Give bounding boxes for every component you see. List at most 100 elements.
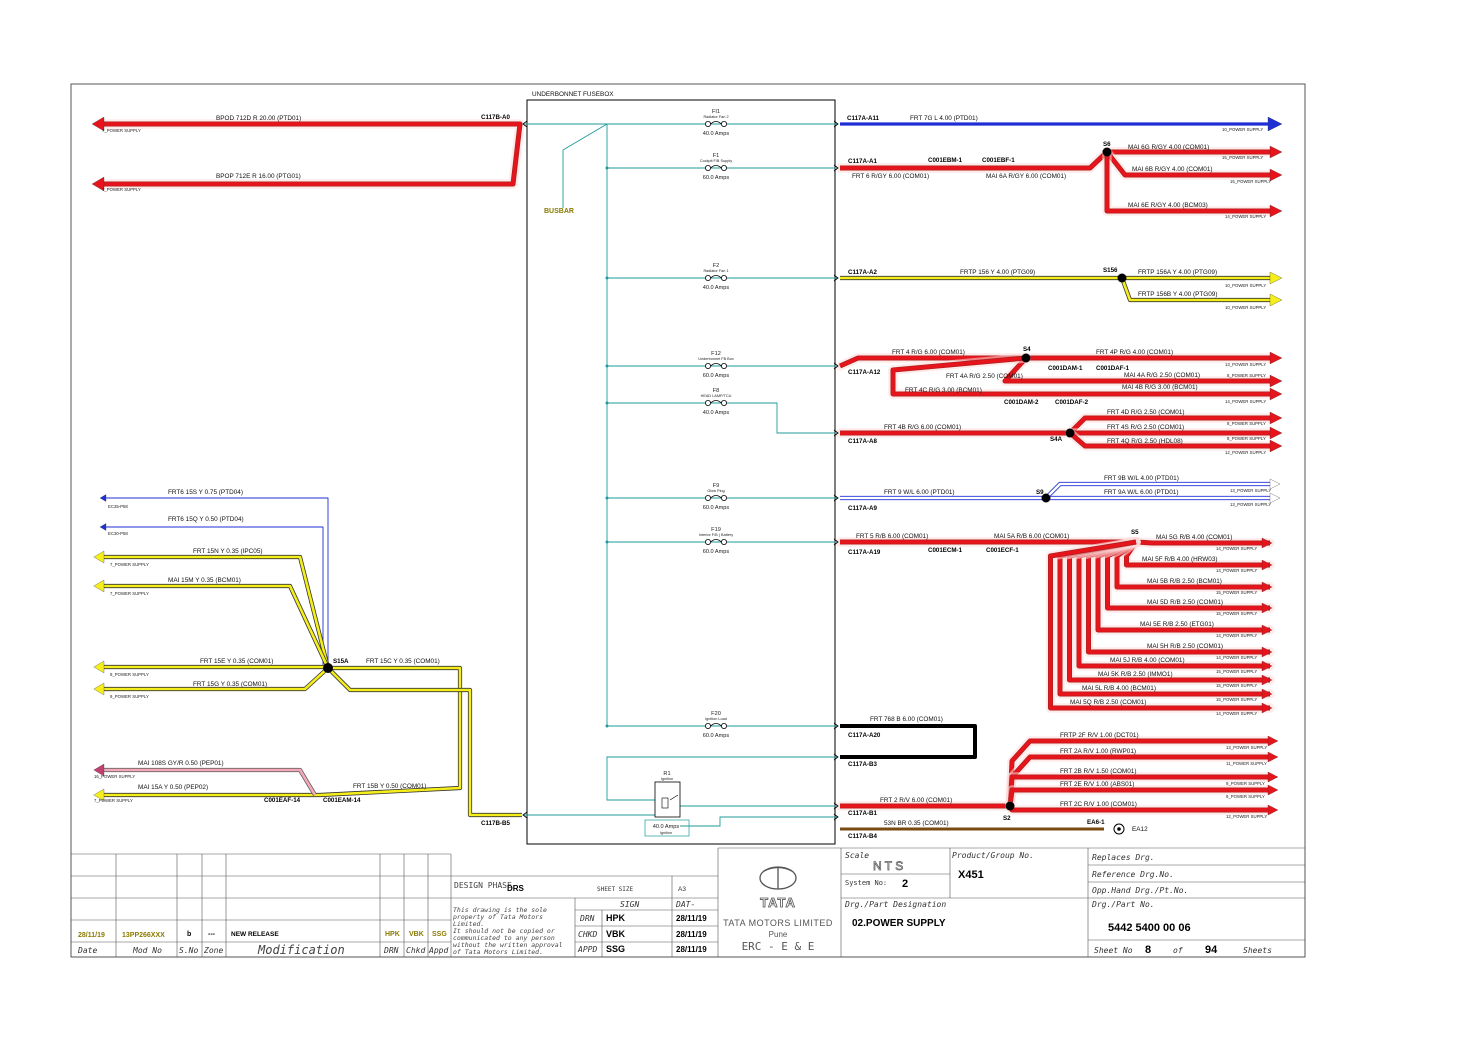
conn-a2: C117A-A2 — [848, 269, 877, 276]
arrow-mai-5h — [1261, 646, 1273, 658]
conn-b4: C117A-B4 — [848, 833, 877, 840]
part-no-value: 5442 5400 00 06 — [1108, 922, 1191, 934]
arrow-f12-0 — [1269, 351, 1283, 365]
fuse-name: F1 — [713, 153, 720, 159]
dest-mai-5l: 15_POWER SUPPLY — [1216, 697, 1257, 702]
connector-tick-4 — [833, 429, 839, 437]
label-frt6-15q: FRT6 15Q Y 0.50 (PTD04) — [168, 516, 244, 523]
arrow-f1-2 — [1269, 204, 1283, 218]
conn-a12: C117A-A12 — [848, 369, 881, 376]
design-phase-value: DRS — [507, 884, 525, 893]
conn-a20: C117A-A20 — [848, 732, 881, 739]
dest-15e: 9_POWER SUPPLY — [110, 672, 149, 677]
disclaimer-1: This drawing is the sole — [453, 906, 547, 914]
dest-mai-5b: 15_POWER SUPPLY — [1216, 590, 1257, 595]
splice-s4 — [1021, 353, 1031, 363]
fuse-rating: 40.0 Amps — [703, 131, 730, 137]
wire-2e — [1005, 785, 1275, 811]
arrow-2e — [1267, 784, 1279, 796]
arrow-left-yellow-0 — [93, 550, 105, 564]
relay-rating: 40.0 Amps — [653, 824, 680, 830]
label-mai-5b: MAI 5B R/B 2.50 (BCM01) — [1147, 578, 1222, 585]
label-frt-5: FRT 5 R/B 6.00 (COM01) — [856, 533, 928, 540]
arrow-mai-5f — [1261, 559, 1273, 571]
wire-labels: BPOD 712D R 20.00 (PTD01)BPOP 712E R 16.… — [94, 114, 1271, 840]
wire-mai-15m — [104, 583, 330, 669]
designation-label: Drg./Part Designation — [844, 900, 946, 909]
wire-mai-108s — [104, 767, 317, 797]
label-frt-9b: FRT 9B W/L 4.00 (PTD01) — [1104, 475, 1179, 482]
arrow-frt-7g — [1267, 116, 1283, 132]
fuse-rating: 60.0 Amps — [703, 733, 730, 739]
label-mai-5f: MAI 5F R/B 4.00 (HRW03) — [1142, 556, 1218, 563]
wire-mai-6e — [1102, 147, 1275, 216]
wire-mai-5q — [1045, 537, 1275, 713]
sign-label: SIGN — [620, 900, 639, 909]
arrow-left-yellow-3 — [93, 682, 105, 696]
dest-4q: 12_POWER SUPPLY — [1225, 450, 1266, 455]
label-mai-5d: MAI 5D R/B 2.50 (COM01) — [1147, 599, 1223, 606]
wire-frt-9 — [840, 481, 1270, 501]
fuse-name: F20 — [711, 711, 721, 717]
label-s156: S156 — [1103, 267, 1118, 274]
sheet-no: 8 — [1145, 944, 1151, 956]
dest-mai-5e: 14_POWER SUPPLY — [1216, 633, 1257, 638]
dest-15a: 7_POWER SUPPLY — [94, 798, 133, 803]
hdr-chkd: Chkd — [406, 946, 425, 955]
wire-frt6-15s — [106, 497, 329, 668]
system-label: System No: — [845, 879, 887, 887]
label-mai-5h: MAI 5H R/B 2.50 (COM01) — [1147, 643, 1223, 650]
hdr-appd: Appd — [428, 946, 448, 955]
fuse-name: FI1 — [712, 109, 720, 115]
dest-bpop: 7_POWER SUPPLY — [102, 187, 141, 192]
arrow-mai-108s — [93, 763, 105, 777]
arrow-2a — [1267, 751, 1279, 763]
dest-156b: 10_POWER SUPPLY — [1225, 305, 1266, 310]
product-label: Product/Group No. — [952, 851, 1034, 860]
label-s6: S6 — [1103, 141, 1111, 148]
relay-desc: Ignition — [661, 777, 673, 781]
wire-frt-15g — [104, 666, 330, 692]
label-frt-4b: FRT 4B R/G 6.00 (COM01) — [884, 424, 961, 431]
chkd-name: VBK — [606, 929, 626, 939]
hdr-drn: DRN — [383, 946, 399, 955]
conn-a11: C117A-A11 — [847, 115, 880, 122]
splice-s156 — [1117, 273, 1127, 283]
replaces-label: Replaces Drg. — [1092, 853, 1155, 862]
label-frt-9: FRT 9 W/L 6.00 (PTD01) — [884, 489, 955, 496]
fuse-rating: 60.0 Amps — [703, 549, 730, 555]
company-city: Pune — [769, 930, 788, 939]
wire-mai-6b — [1102, 147, 1275, 180]
arrow-9a — [1269, 492, 1281, 504]
rev-drn: HPK — [385, 931, 400, 938]
dest-2c: 12_POWER SUPPLY — [1226, 814, 1267, 819]
arrow-mai-5b — [1261, 581, 1273, 593]
rev-desc: NEW RELEASE — [231, 931, 279, 938]
scale-value: N T S — [873, 859, 903, 873]
fuse-desc: Ignition Load — [705, 717, 727, 721]
dest-2b: 9_POWER SUPPLY — [1226, 781, 1265, 786]
label-mai-6e: MAI 6E R/GY 4.00 (BCM03) — [1128, 202, 1208, 209]
dest-mai-5q: 14_POWER SUPPLY — [1216, 711, 1257, 716]
arrow-156b — [1269, 293, 1283, 307]
chkd-label: CHKD — [578, 930, 597, 939]
label-mai-5l: MAI 5L R/B 4.00 (BCM01) — [1082, 685, 1156, 692]
relay-sub: Ignition — [660, 831, 672, 835]
label-mai-6a: MAI 6A R/GY 6.00 (COM01) — [986, 173, 1066, 180]
splice-s9 — [1041, 493, 1051, 503]
title-block — [71, 847, 1305, 957]
tata-wordmark: TATA — [760, 895, 796, 910]
fuse-rating: 60.0 Amps — [703, 373, 730, 379]
arrow-mai-5k — [1261, 674, 1273, 686]
department: ERC - E & E — [742, 940, 815, 953]
label-2b: FRT 2B R/V 1.50 (COM01) — [1060, 768, 1136, 775]
label-mai-15a: MAI 15A Y 0.50 (PEP02) — [138, 784, 208, 791]
label-2c: FRT 2C R/V 1.00 (COM01) — [1060, 801, 1137, 808]
chkd-date: 28/11/19 — [676, 930, 707, 939]
